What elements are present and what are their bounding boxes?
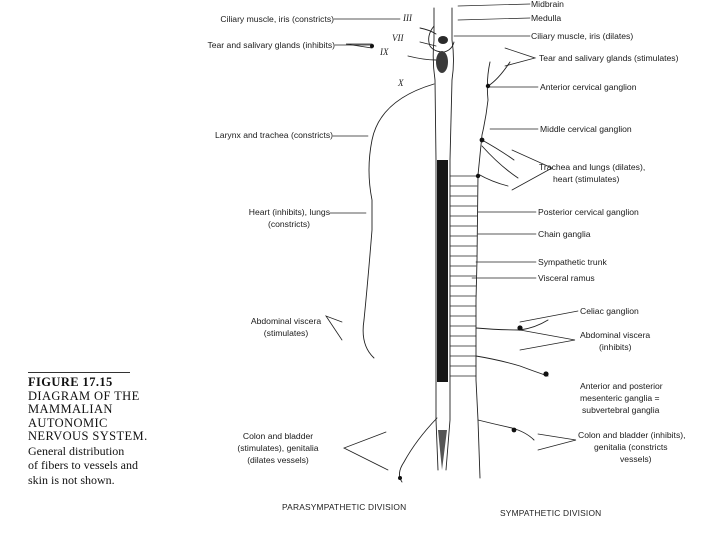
right-label-medulla: Medulla — [531, 13, 561, 23]
right-label-celiac: Celiac ganglion — [580, 306, 639, 316]
left-label-abdominal-1: Abdominal viscera — [236, 316, 336, 326]
caption-title-line-4: AUTONOMIC — [28, 417, 178, 431]
right-label-tear: Tear and salivary glands (stimulates) — [539, 53, 678, 63]
right-label-abdominal-2: (inhibits) — [599, 342, 631, 352]
left-label-heart-1: Heart (inhibits), lungs — [200, 207, 330, 217]
medulla-nucleus — [436, 51, 448, 73]
vagus-nerve — [363, 84, 434, 358]
right-label-colon-2: genitalia (constricts — [594, 442, 668, 452]
caption-body-line-2: of fibers to vessels and — [28, 459, 178, 473]
pelvic-nerve — [399, 418, 437, 482]
left-label-ciliary: Ciliary muscle, iris (constricts) — [180, 14, 334, 24]
left-label-colon-1: Colon and bladder — [218, 431, 338, 441]
caption-title-line-5: NERVOUS SYSTEM. — [28, 430, 178, 444]
sympathetic-trunk — [476, 62, 490, 478]
right-label-colon-1: Colon and bladder (inhibits), — [578, 430, 686, 440]
celiac-fibers — [476, 320, 548, 330]
right-label-midbrain: Midbrain — [531, 0, 564, 9]
right-label-ciliary: Ciliary muscle, iris (dilates) — [531, 31, 633, 41]
right-label-trachea-2: heart (stimulates) — [553, 174, 619, 184]
left-label-tear: Tear and salivary glands (inhibits) — [170, 40, 335, 50]
caption-body-line-3: skin is not shown. — [28, 474, 178, 488]
right-label-sympathetic-trunk: Sympathetic trunk — [538, 257, 607, 267]
posterior-cervical-fibers — [478, 174, 508, 186]
middle-cervical-fibers — [482, 140, 518, 178]
left-label-colon-3: (dilates vessels) — [218, 455, 338, 465]
right-label-mesenteric-3: subvertebral ganglia — [582, 405, 659, 415]
caption-title-line-2: DIAGRAM OF THE — [28, 390, 178, 404]
segmental-rami — [450, 176, 477, 376]
cranial-nerve-ix-path — [408, 56, 436, 60]
cranial-nerve-vii: VII — [392, 33, 404, 43]
right-label-posterior-cervical: Posterior cervical ganglion — [538, 207, 639, 217]
caption-rule — [28, 372, 130, 373]
parasympathetic-division-label: PARASYMPATHETIC DIVISION — [282, 502, 406, 512]
cranial-nerve-iii: III — [403, 13, 412, 23]
left-label-abdominal-2: (stimulates) — [236, 328, 336, 338]
sympathetic-division-label: SYMPATHETIC DIVISION — [500, 508, 601, 518]
right-label-trachea-1: Trachea and lungs (dilates), — [539, 162, 645, 172]
right-label-middle-cervical: Middle cervical ganglion — [540, 124, 632, 134]
right-label-abdominal-1: Abdominal viscera — [580, 330, 650, 340]
cranial-nerve-ix: IX — [380, 47, 389, 57]
caption-title-line-3: MAMMALIAN — [28, 403, 178, 417]
left-label-colon-2: (stimulates), genitalia — [218, 443, 338, 453]
caption-body-line-1: General distribution — [28, 445, 178, 459]
right-label-mesenteric-1: Anterior and posterior — [580, 381, 663, 391]
caption-figure-number: FIGURE 17.15 — [28, 375, 113, 389]
right-label-visceral-ramus: Visceral ramus — [538, 273, 595, 283]
right-label-mesenteric-2: mesenteric ganglia = — [580, 393, 660, 403]
sacral-outflow — [438, 430, 447, 470]
figure-caption: FIGURE 17.15 DIAGRAM OF THE MAMMALIAN AU… — [28, 372, 178, 487]
mesenteric-fibers — [476, 356, 548, 376]
right-label-chain-ganglia: Chain ganglia — [538, 229, 591, 239]
thoracolumbar-outflow-bar — [437, 160, 448, 382]
right-label-colon-3: vessels) — [620, 454, 652, 464]
right-label-anterior-cervical: Anterior cervical ganglion — [540, 82, 637, 92]
left-label-larynx: Larynx and trachea (constricts) — [170, 130, 333, 140]
cranial-nerve-x: X — [398, 78, 404, 88]
midbrain-nucleus — [438, 36, 448, 44]
inferior-fibers — [478, 420, 534, 440]
left-label-heart-2: (constricts) — [200, 219, 310, 229]
